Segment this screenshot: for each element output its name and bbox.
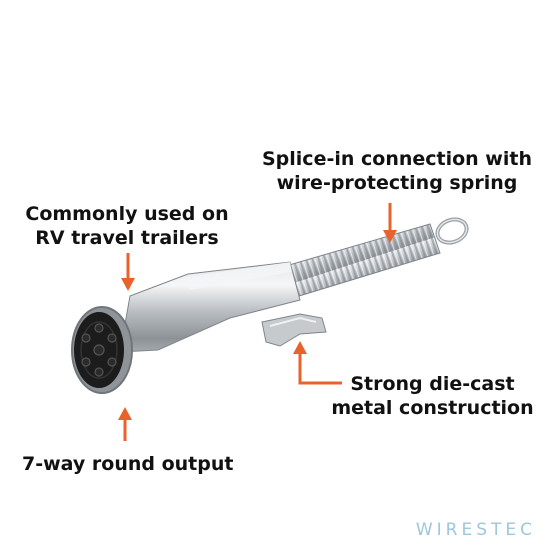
latch-icon	[261, 313, 327, 347]
callout-trailers-line1: Commonly used on	[25, 203, 229, 225]
arrow-to-spring-icon	[383, 203, 397, 243]
callout-construction-line1: Strong die-cast	[350, 373, 515, 395]
callout-output-line1: 7-way round output	[22, 453, 234, 475]
arrow-to-die-cast-icon	[293, 341, 342, 385]
callout-splice-line1: Splice-in connection with	[262, 148, 532, 170]
callout-splice-line2: wire-protecting spring	[276, 172, 518, 194]
callout-construction: Strong die-cast metal construction	[325, 372, 540, 420]
callout-splice-connection: Splice-in connection with wire-protectin…	[262, 147, 532, 195]
callout-output: 7-way round output	[22, 452, 234, 476]
brand-watermark: WIRESTEC	[415, 520, 536, 540]
spring-ring-icon	[435, 217, 469, 245]
plug-body-icon	[119, 261, 301, 353]
callout-trailer-use: Commonly used on RV travel trailers	[22, 202, 232, 250]
callout-trailers-line2: RV travel trailers	[35, 227, 219, 249]
arrow-to-trailer-use-icon	[121, 253, 135, 291]
arrow-to-output-icon	[118, 407, 132, 441]
7-way-plug-face-icon	[71, 306, 133, 394]
callout-construction-line2: metal construction	[331, 397, 534, 419]
